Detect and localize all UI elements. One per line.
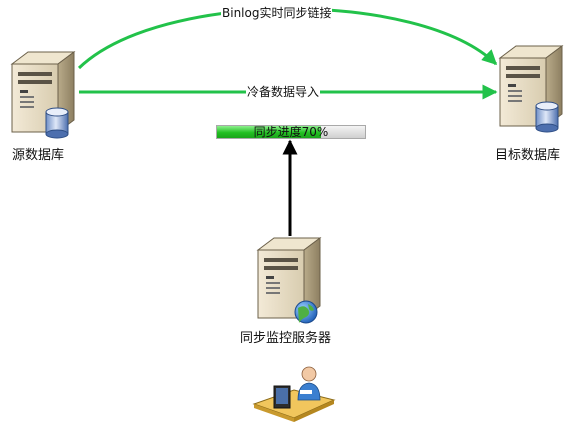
source-database-label: 源数据库 xyxy=(12,148,65,163)
sync-progress-fill xyxy=(217,126,321,138)
binlog-edge-label: Binlog实时同步链接 xyxy=(221,6,333,21)
monitor-server-label: 同步监控服务器 xyxy=(240,331,332,346)
cold-import-edge-label: 冷备数据导入 xyxy=(246,85,321,100)
target-database-server-icon xyxy=(499,45,563,133)
sync-progress-label: 同步进度70% xyxy=(253,125,329,139)
operator-workstation-icon xyxy=(252,366,336,422)
source-database-server-icon xyxy=(11,51,75,139)
sync-progress-bar: 同步进度70% xyxy=(216,125,366,139)
monitor-server-icon xyxy=(257,237,321,324)
target-database-label: 目标数据库 xyxy=(495,148,561,163)
